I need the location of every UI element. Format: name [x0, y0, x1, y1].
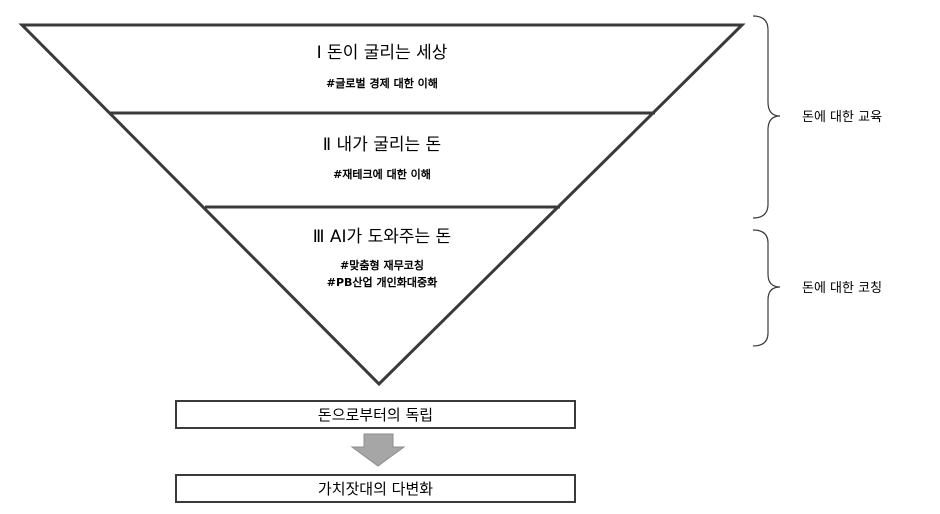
brace-coaching-label: 돈에 대한 코칭	[802, 281, 882, 296]
level-1-title: Ⅰ 돈이 굴리는 세상	[317, 43, 448, 63]
brace-coaching	[752, 229, 781, 347]
funnel-outline	[18, 23, 746, 387]
value-diversification-text: 가치잣대의 다변화	[317, 480, 434, 498]
independence-box: 돈으로부터의 독립	[175, 400, 576, 429]
level-1-subtitle: #글로벌 경제 대한 이해	[326, 76, 438, 90]
level-3-subtitle-2: #PB산업 개인화대중화	[327, 275, 437, 289]
independence-text: 돈으로부터의 독립	[317, 406, 434, 424]
down-arrow-icon	[350, 433, 406, 467]
value-diversification-box: 가치잣대의 다변화	[175, 474, 576, 503]
brace-education	[752, 15, 781, 219]
level-2-subtitle: #재테크에 대한 이해	[333, 167, 431, 181]
brace-education-label: 돈에 대한 교육	[802, 110, 882, 125]
level-2-title: Ⅱ 내가 굴리는 돈	[323, 135, 441, 155]
level-3-title: Ⅲ AI가 도와주는 돈	[313, 227, 451, 247]
level-3-subtitle-1: #맞춤형 재무코칭	[340, 258, 424, 272]
